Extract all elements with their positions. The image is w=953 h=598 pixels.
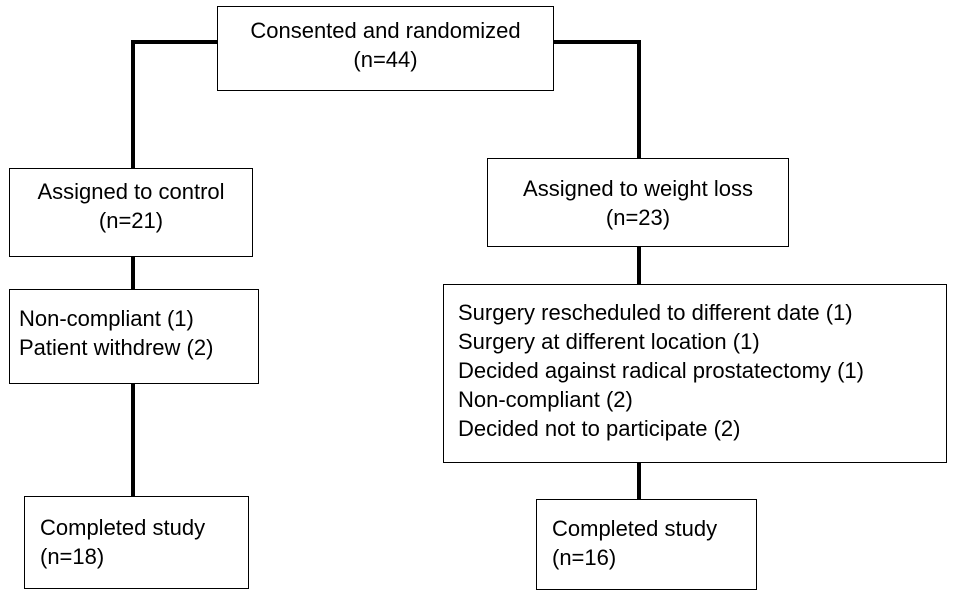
weight-loss-completed-count: (n=16) bbox=[552, 545, 617, 570]
connector-control-to-exclusions bbox=[131, 257, 135, 289]
connector-top-right-vertical bbox=[637, 40, 641, 158]
weight-loss-exclusion-item: Surgery at different location (1) bbox=[458, 329, 760, 354]
assigned-control-count: (n=21) bbox=[98, 208, 164, 233]
control-exclusion-item: Non-compliant (1) bbox=[19, 306, 194, 331]
consented-title: Consented and randomized bbox=[250, 18, 521, 43]
connector-top-left-vertical bbox=[131, 40, 135, 168]
connector-top-right-horizontal bbox=[554, 40, 641, 44]
assigned-control-box: Assigned to control (n=21) bbox=[9, 168, 253, 257]
assigned-weight-loss-title: Assigned to weight loss bbox=[523, 176, 753, 201]
assigned-weight-loss-box: Assigned to weight loss (n=23) bbox=[487, 158, 789, 247]
weight-loss-exclusion-item: Decided not to participate (2) bbox=[458, 416, 741, 441]
control-exclusions-box: Non-compliant (1) Patient withdrew (2) bbox=[9, 289, 259, 384]
connector-top-left-horizontal bbox=[131, 40, 217, 44]
control-completed-box: Completed study (n=18) bbox=[24, 496, 249, 589]
connector-weight-loss-to-exclusions bbox=[637, 247, 641, 284]
weight-loss-exclusion-item: Surgery rescheduled to different date (1… bbox=[458, 300, 853, 325]
assigned-control-title: Assigned to control bbox=[37, 179, 225, 204]
connector-control-exclusions-to-completed bbox=[131, 384, 135, 496]
assigned-weight-loss-count: (n=23) bbox=[605, 205, 671, 230]
control-completed-count: (n=18) bbox=[40, 544, 105, 569]
connector-weight-loss-exclusions-to-completed bbox=[637, 463, 641, 499]
weight-loss-exclusion-item: Decided against radical prostatectomy (1… bbox=[458, 358, 864, 383]
weight-loss-exclusions-box: Surgery rescheduled to different date (1… bbox=[443, 284, 947, 463]
control-exclusion-item: Patient withdrew (2) bbox=[19, 335, 214, 360]
weight-loss-completed-box: Completed study (n=16) bbox=[536, 499, 757, 590]
consented-count: (n=44) bbox=[353, 47, 418, 72]
control-completed-title: Completed study bbox=[40, 515, 206, 540]
consented-randomized-box: Consented and randomized (n=44) bbox=[217, 6, 554, 91]
weight-loss-exclusion-item: Non-compliant (2) bbox=[458, 387, 633, 412]
weight-loss-completed-title: Completed study bbox=[552, 516, 718, 541]
